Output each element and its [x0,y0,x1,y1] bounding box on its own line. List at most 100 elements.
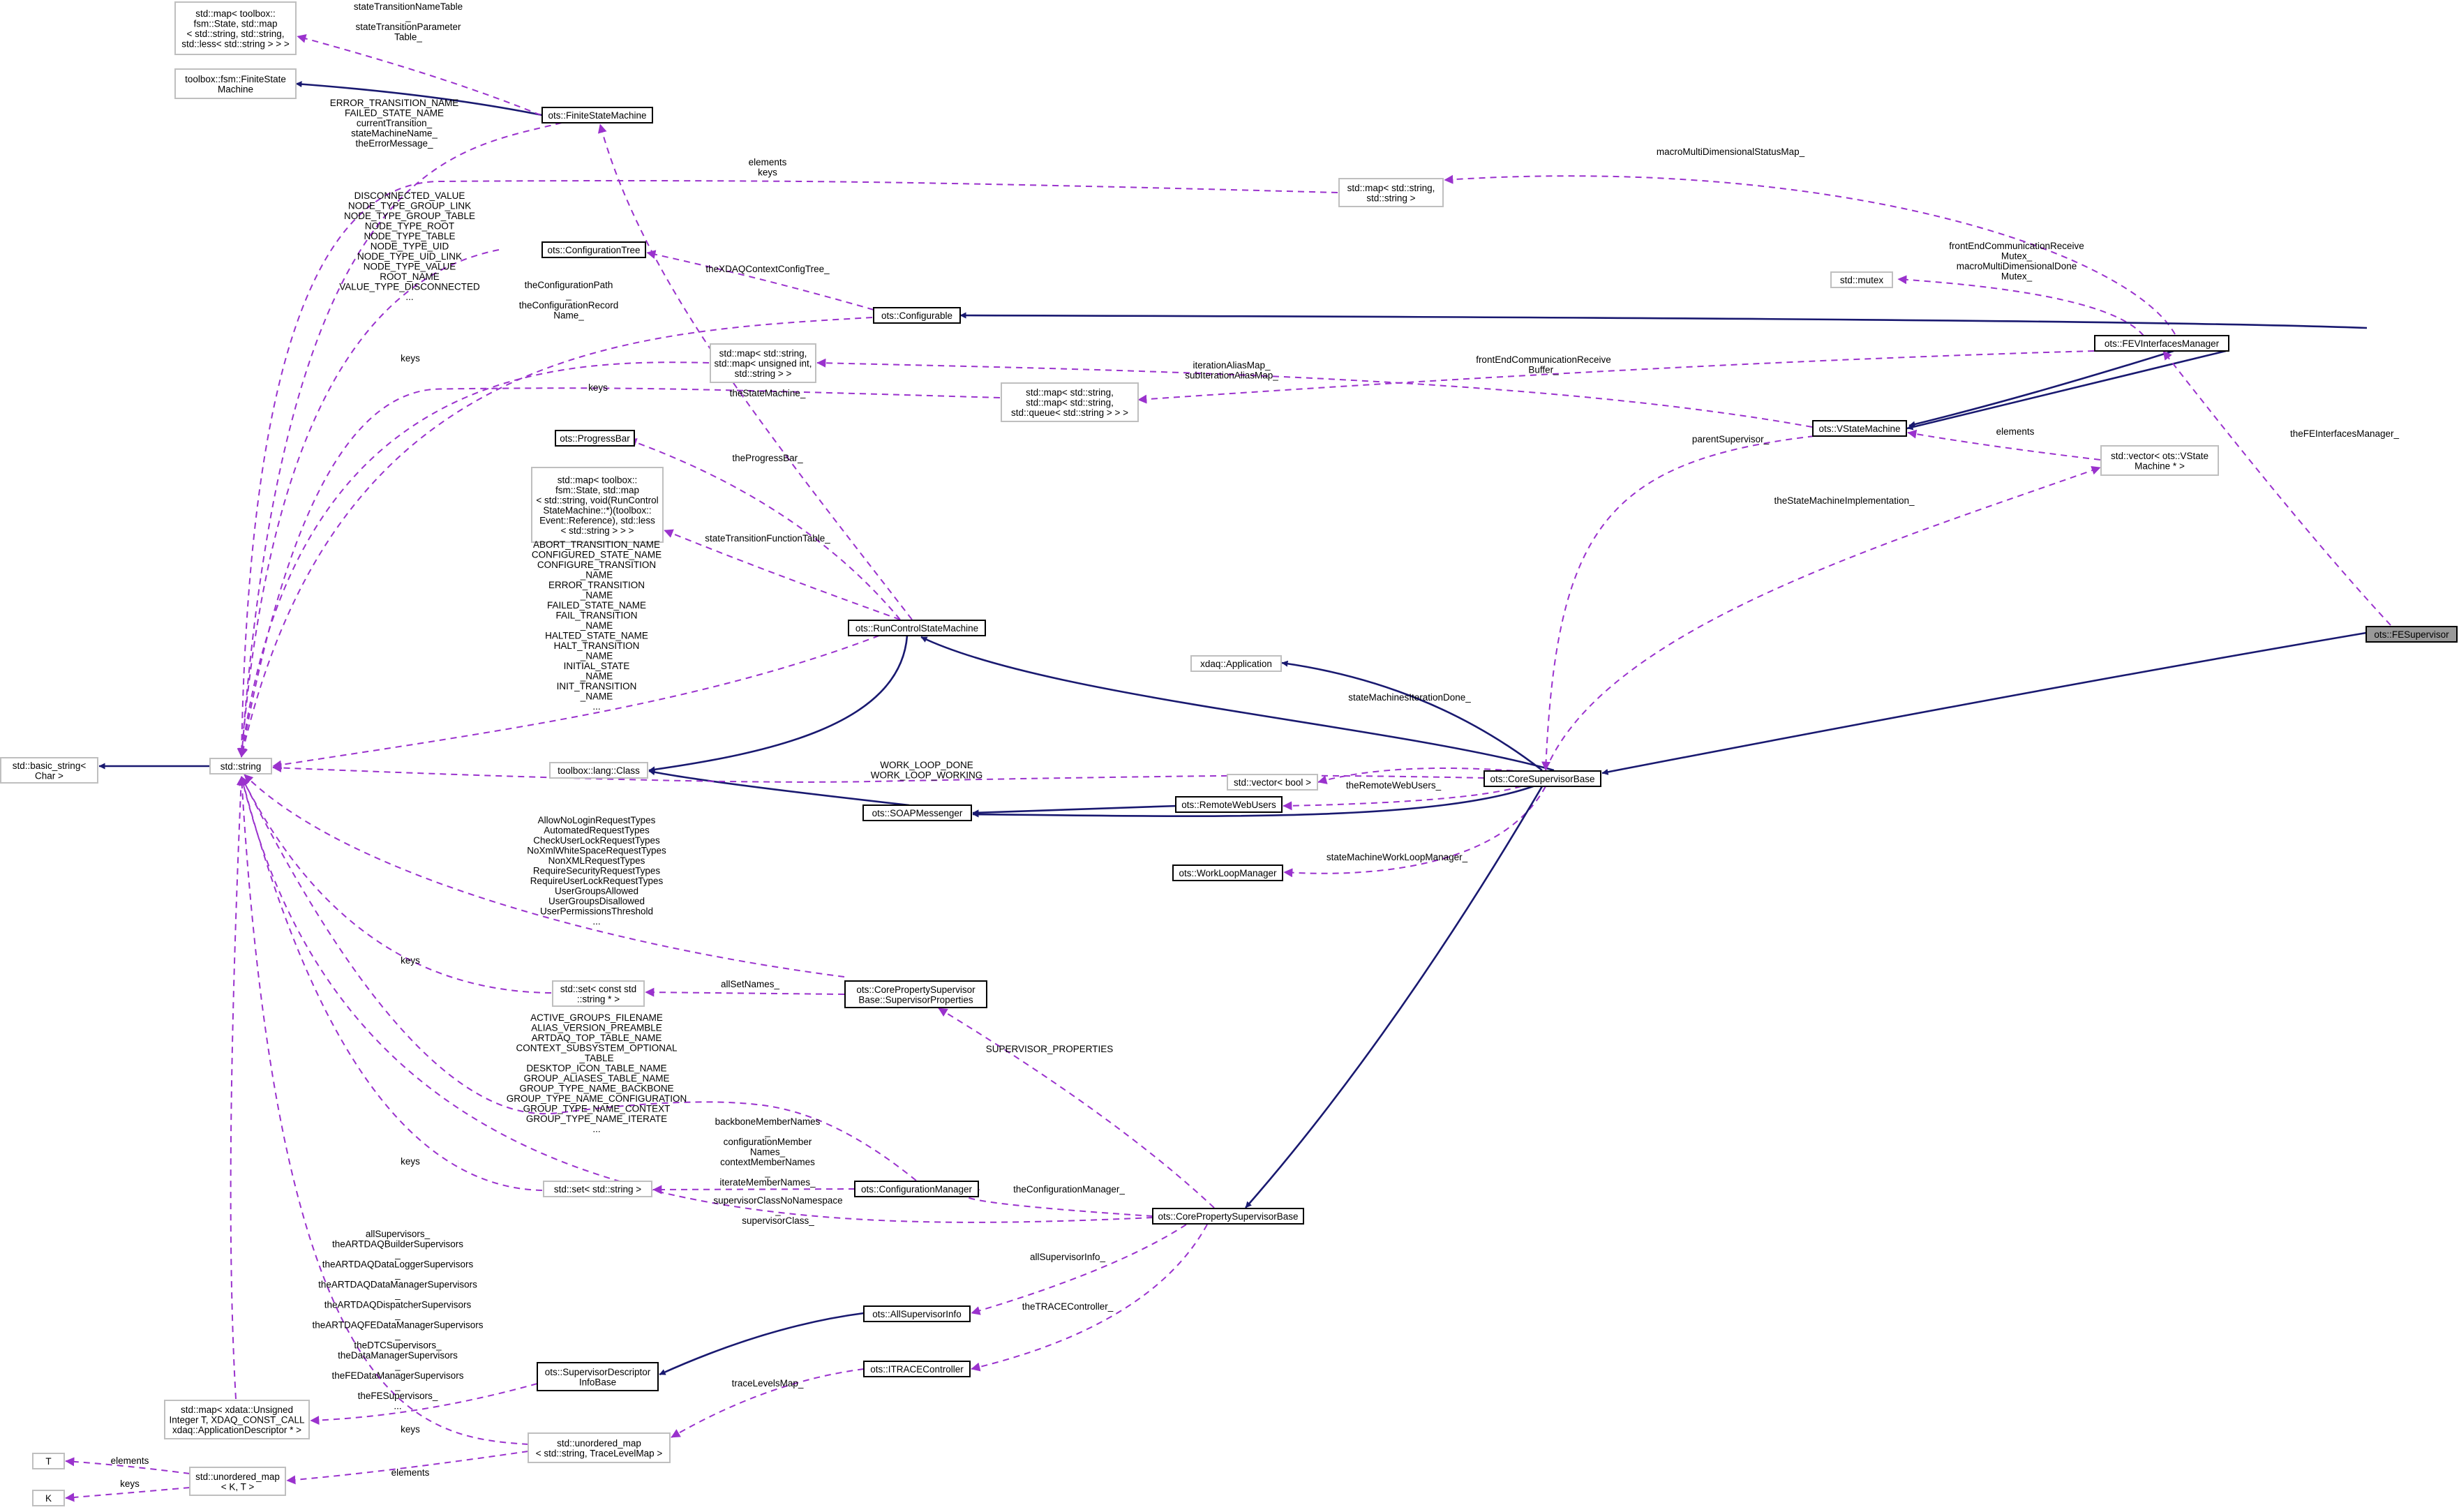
node-box [541,241,646,258]
edge-label-allsupervisorinfo: allSupervisorInfo_ [1030,1252,1106,1262]
edge-label-line: HALT_TRANSITION [554,641,640,651]
node-label: std::map< std::string,std::map< std::str… [1011,387,1128,418]
class-node-ots-corepropertysupervisorbase[interactable]: ots::CorePropertySupervisorBase [1152,1208,1304,1225]
class-node-ots-fevinterfacesmanager[interactable]: ots::FEVInterfacesManager [2094,335,2229,352]
class-node-ots-configurationmanager[interactable]: ots::ConfigurationManager [854,1181,979,1197]
edge-label-line: CONFIGURED_STATE_NAME [532,550,662,560]
usage-edge-27 [1317,768,1536,784]
edge-label-line: _ [394,1381,401,1391]
edge-label-line: NODE_TYPE_TABLE [364,231,455,241]
class-node-ots-fesupervisor[interactable]: ots::FESupervisor [2365,626,2458,643]
node-label: ots::ITRACEController [870,1364,964,1375]
edge-label-line: allSupervisorInfo_ [1030,1252,1106,1262]
edge-label-line: keys [758,167,777,178]
node-box [2094,335,2229,352]
usage-edge-54 [65,1457,190,1474]
edge-label-theremotewebusers: theRemoteWebUsers_ [1346,780,1442,791]
edge-label-allsetnames: allSetNames_ [721,979,780,989]
node-box [541,107,653,123]
node-box [1812,420,1907,437]
edge-label-macromulti: macroMultiDimensionalStatusMap_ [1657,147,1805,157]
edge-label-line: UserPermissionsThreshold [540,906,653,917]
edge-label-line: ... [394,1401,401,1412]
edge-label-line: FAIL_TRANSITION [555,611,637,621]
edge-label-elements_vsm: elements [1996,426,2035,437]
edge-label-theprogressbar: theProgressBar_ [732,453,803,463]
class-node-ots-finitestatemachine[interactable]: ots::FiniteStateMachine [541,107,653,123]
node-label: ots::FiniteStateMachine [548,110,646,121]
class-node-ots-remotewebusers[interactable]: ots::RemoteWebUsers [1175,796,1283,813]
edge-label-line: keys [588,382,608,393]
usage-edge-33 [1541,435,1815,771]
class-node-ots-allsupervisorinfo[interactable]: ots::AllSupervisorInfo [863,1305,971,1322]
edge-label-line: contextMemberNames [720,1157,815,1167]
node-label-line: std::vector< ots::VState [2111,451,2208,461]
edge-label-line: stateMachinesIterationDone_ [1348,692,1471,703]
edge-label-line: _ [394,1361,401,1371]
node-label-line: ots::CorePropertySupervisor [856,985,976,995]
node-label-line: < std::string, std::string, [187,29,285,39]
edge-label-line: Mutex_ [2001,251,2033,262]
edge-label-theconfigurationmanager: theConfigurationManager_ [1013,1184,1125,1195]
node-label-line: ::string * > [577,994,620,1004]
class-node-ots-vstatemachine[interactable]: ots::VStateMachine [1812,420,1907,437]
usage-edge-10 [238,387,1001,758]
node-box [2100,445,2219,476]
edge-label-line: theConfigurationPath [525,280,613,290]
edge-label-line: NoXmlWhiteSpaceRequestTypes [527,846,666,856]
class-node-ots-progressbar[interactable]: ots::ProgressBar [555,430,635,447]
class-node-ots-soapmessenger[interactable]: ots::SOAPMessenger [862,804,972,821]
node-label-line: Char > [35,770,63,781]
edge-label-line: theARTDAQDataLoggerSupervisors [322,1259,474,1270]
node-label-line: std::unordered_map [557,1438,641,1449]
class-node-map-string-map-uint: std::map< std::string,std::map< unsigned… [710,343,816,383]
node-label-line: Event::Reference), std::less [539,515,655,525]
edge-label-line: theProgressBar_ [732,453,803,463]
edge-label-line: RequireSecurityRequestTypes [533,866,661,876]
class-node-ots-runcontrolstatemachine[interactable]: ots::RunControlStateMachine [848,620,986,636]
class-node-ots-configurationtree[interactable]: ots::ConfigurationTree [541,241,646,258]
usage-edge-47 [971,1224,1208,1372]
edge-label-line: macroMultiDimensionalDone [1957,261,2077,271]
node-label-line: std::set< const std [560,984,636,994]
class-node-ots-coresupervisorbase[interactable]: ots::CoreSupervisorBase [1483,770,1601,787]
edge-label-line: iterateMemberNames_ [719,1177,816,1188]
node-label-line: ots::ConfigurationManager [861,1184,973,1195]
node-label-line: ots::SupervisorDescriptor [545,1367,651,1377]
edge-label-keys_2: keys [588,382,608,393]
edge-label-line: ... [592,1124,600,1135]
edge-label-line: theConfigurationRecord [519,300,619,310]
class-node-ots-configurable[interactable]: ots::Configurable [873,307,961,324]
usage-edge-5 [1444,174,2176,335]
node-label-line: ots::SOAPMessenger [872,808,963,818]
class-node-basic-string: std::basic_string<Char > [0,757,98,784]
edge-label-line: INIT_TRANSITION [557,681,637,691]
edge-label-line: theFESupervisors_ [358,1391,438,1401]
edge-label-line: theDataManagerSupervisors [338,1350,458,1361]
edge-label-line: _NAME [580,671,613,682]
edge-label-elements_T: elements [111,1455,149,1466]
node-label-line: std::string > > [735,368,792,379]
inheritance-edge-24 [920,636,1555,772]
class-node-ots-workloopmanager[interactable]: ots::WorkLoopManager [1172,864,1283,881]
edge-label-line: elements [749,157,787,167]
node-label-line: std::queue< std::string > > > [1011,407,1128,418]
class-node-ots-itracecontroller[interactable]: ots::ITRACEController [863,1361,971,1377]
node-box [873,307,961,324]
edge-label-line: GROUP_TYPE_NAME_BACKBONE [519,1084,673,1094]
node-label-line: std::string > [1366,193,1415,203]
node-label-line: < std::string > > > [560,525,634,536]
inheritance-edge-20 [648,635,909,773]
usage-edge-37 [645,987,845,997]
edge-label-line: subIterationAliasMap_ [1185,370,1278,381]
edge-label-line: currentTransition_ [357,118,433,128]
node-box [174,68,297,99]
